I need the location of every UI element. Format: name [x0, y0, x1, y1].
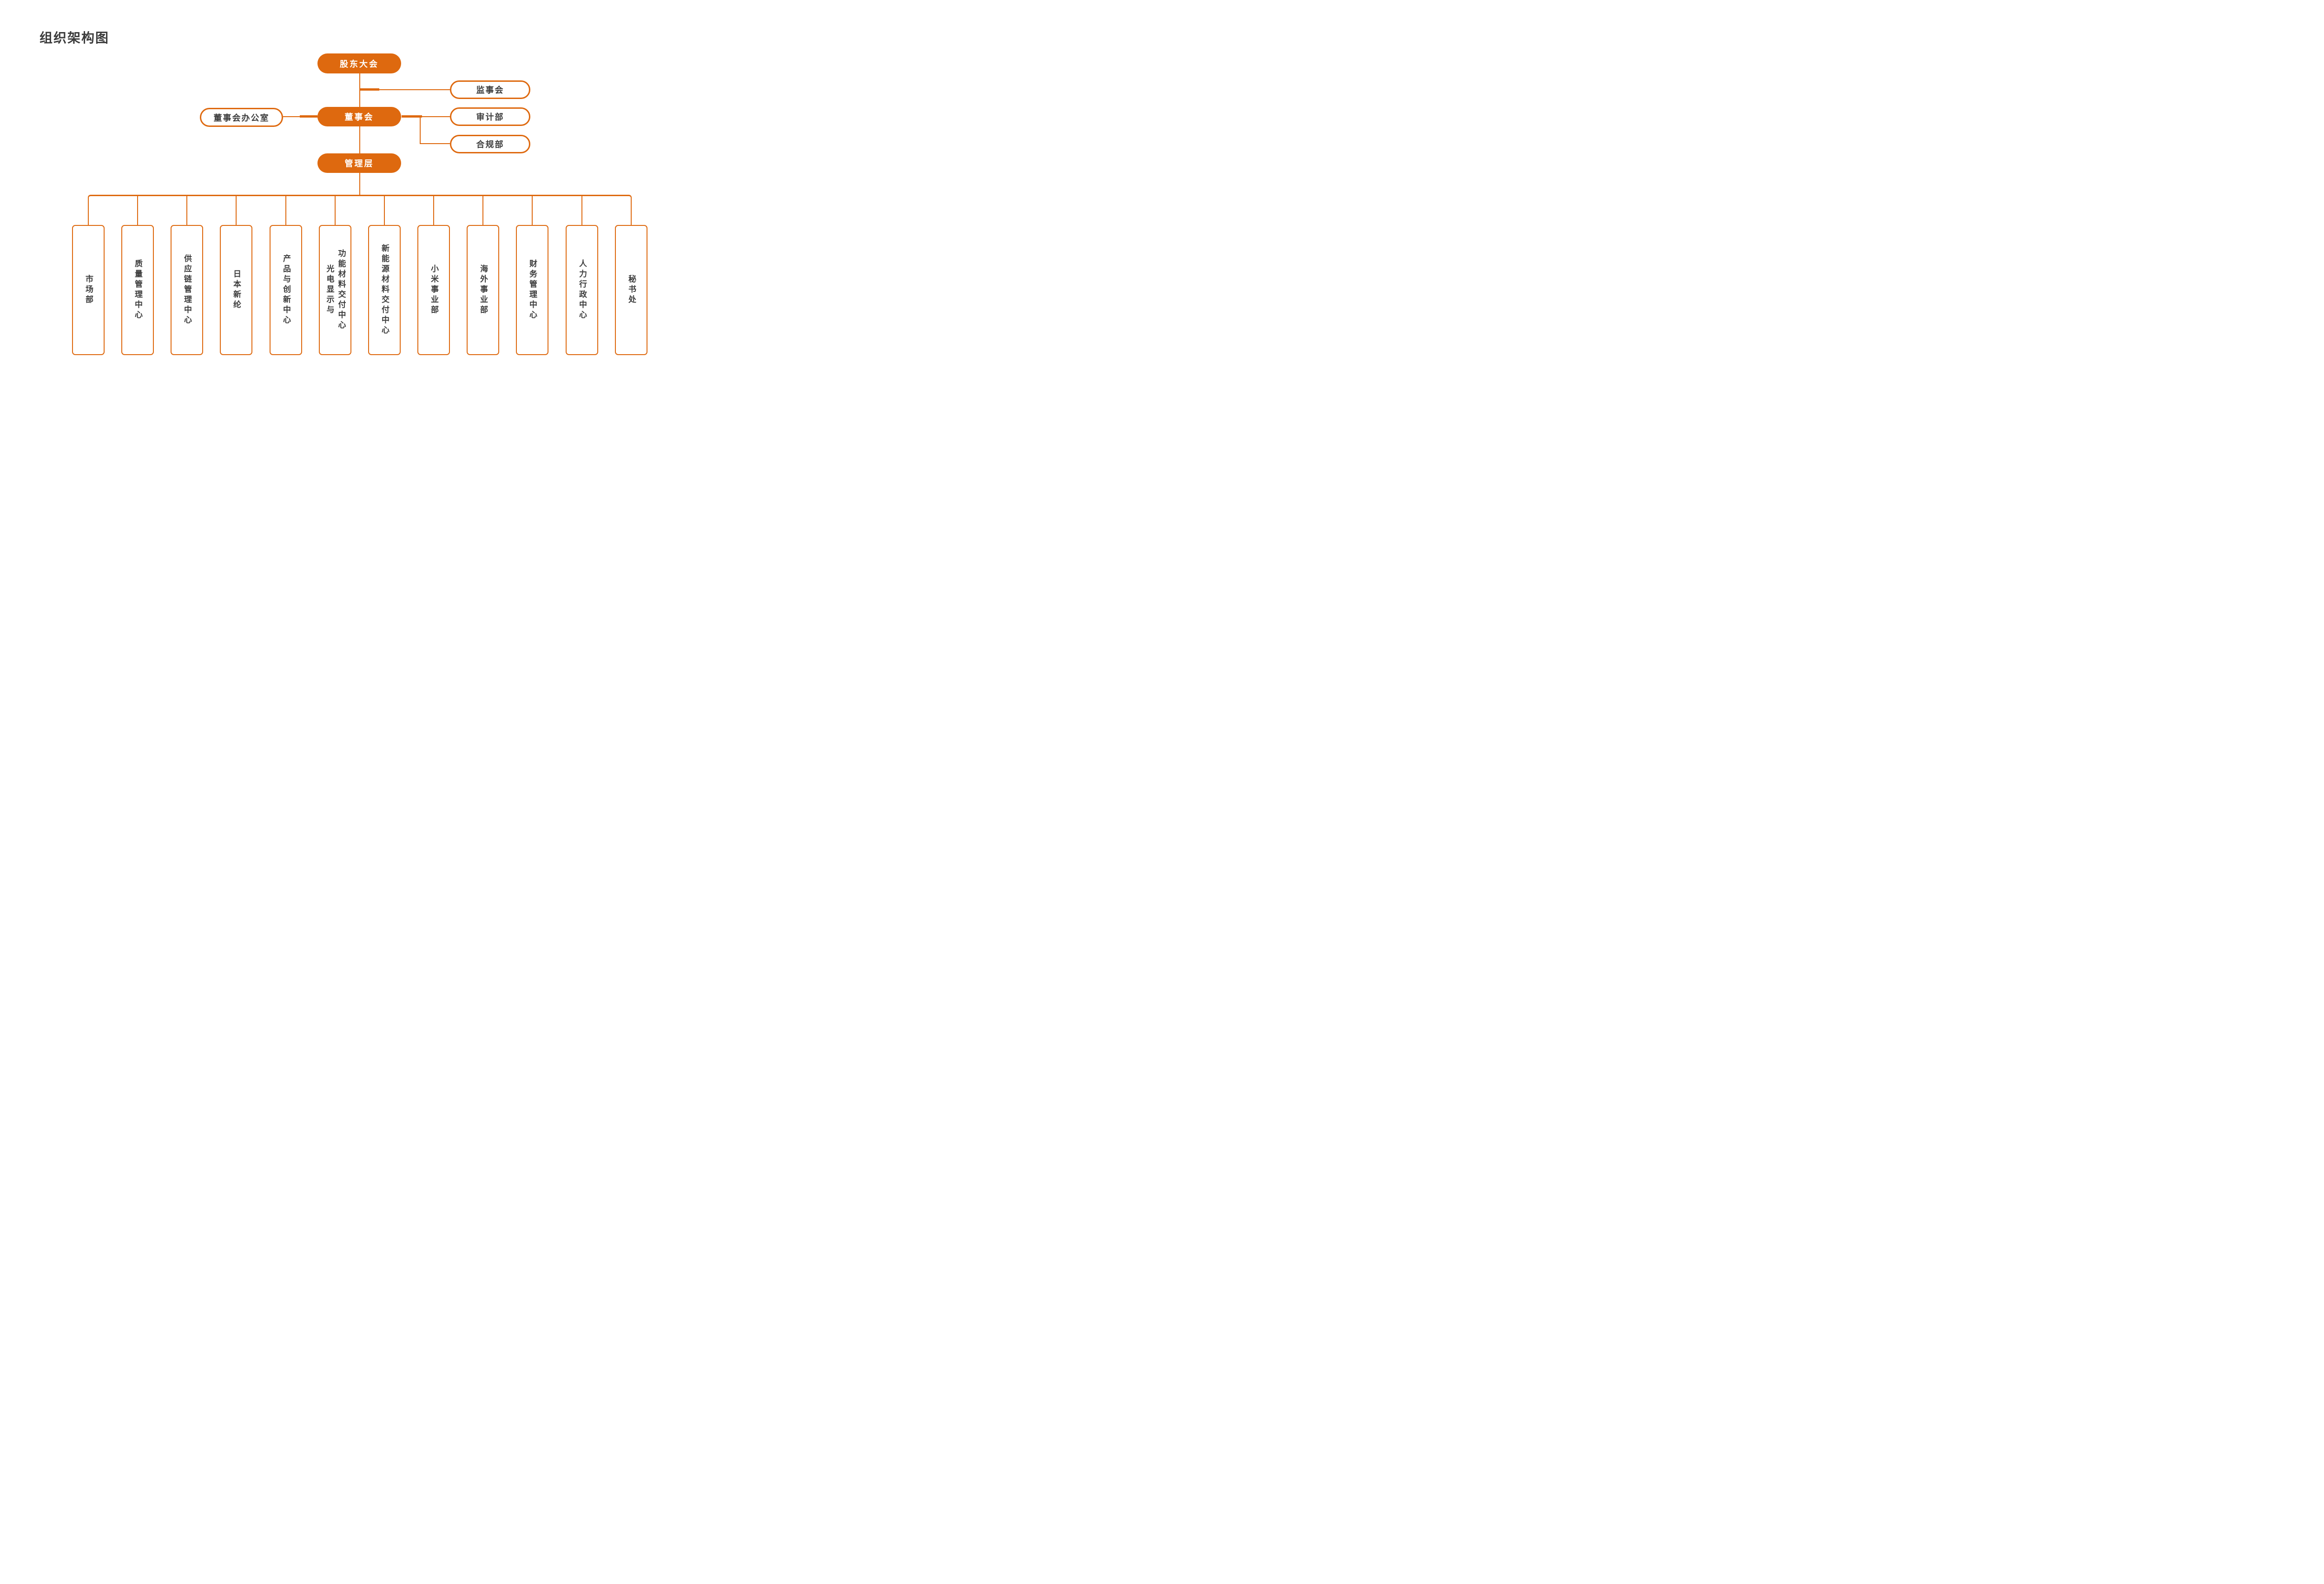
node-label: 合规部 [476, 140, 504, 149]
dept-label: 日本新纶 [232, 270, 241, 310]
dept-box-quality-management-center[interactable]: 质量管理中心 [121, 225, 154, 355]
dept-box-marketing[interactable]: 市场部 [72, 225, 105, 355]
node-supervisory-board[interactable]: 监事会 [450, 80, 530, 99]
connector-board-office-line [283, 116, 301, 117]
connector-audit-bar [402, 115, 422, 118]
node-label: 董事会 [344, 112, 374, 122]
dept-label: 供应链管理中心 [183, 254, 191, 326]
connector-drop-2 [137, 196, 138, 225]
dept-box-product-innovation-center[interactable]: 产品与创新中心 [270, 225, 302, 355]
connector-compliance-drop [420, 117, 421, 144]
connector-supervisory-bar [360, 88, 379, 91]
node-label: 股东大会 [340, 59, 379, 69]
connector-drop-8 [433, 196, 434, 225]
dept-box-new-energy-materials-delivery-center[interactable]: 新能源材料交付中心 [368, 225, 401, 355]
dept-box-optoelectronic-functional-materials-delivery-center[interactable]: 光电显示与 功能材料交付中心 [319, 225, 351, 355]
connector-audit-line [421, 116, 450, 117]
node-compliance-dept[interactable]: 合规部 [450, 135, 530, 153]
node-shareholders-meeting[interactable]: 股东大会 [317, 53, 401, 73]
node-label: 审计部 [476, 112, 504, 122]
connector-drop-10 [532, 196, 533, 225]
connector-drop-7 [384, 196, 385, 225]
dept-label: 产品与创新中心 [282, 254, 290, 326]
node-label: 管理层 [344, 159, 374, 168]
node-board-office[interactable]: 董事会办公室 [200, 108, 283, 127]
page-title: 组织架构图 [40, 31, 110, 45]
dept-box-supply-chain-management-center[interactable]: 供应链管理中心 [171, 225, 203, 355]
connector-drop-3 [186, 196, 187, 225]
dept-label: 市场部 [84, 275, 93, 305]
connector-drop-4 [236, 196, 237, 225]
dept-label: 人力行政中心 [578, 259, 587, 321]
connector-supervisory-line [379, 89, 450, 90]
dept-box-overseas-business-unit[interactable]: 海外事业部 [467, 225, 499, 355]
dept-label-line-1: 光电显示与 [325, 264, 334, 316]
connector-bus [88, 195, 632, 225]
dept-label: 财务管理中心 [528, 259, 537, 321]
node-board-of-directors[interactable]: 董事会 [317, 107, 401, 126]
connector-board-office-bar [300, 115, 317, 118]
dept-box-finance-management-center[interactable]: 财务管理中心 [516, 225, 548, 355]
node-management[interactable]: 管理层 [317, 153, 401, 173]
dept-box-hr-admin-center[interactable]: 人力行政中心 [566, 225, 598, 355]
connector-drop-5 [285, 196, 286, 225]
connector-compliance-line [420, 143, 450, 144]
dept-box-japan-xinlun[interactable]: 日本新纶 [220, 225, 252, 355]
connector-drop-11 [581, 196, 582, 225]
dept-box-secretariat[interactable]: 秘书处 [615, 225, 647, 355]
connector-drop-6 [335, 196, 336, 225]
dept-label-line-2: 功能材料交付中心 [337, 249, 346, 331]
org-chart-canvas: 组织架构图 股东大会 董事会 管理层 监事会 董事会办公室 审计部 合规部 [0, 0, 719, 386]
node-label: 董事会办公室 [213, 113, 270, 123]
dept-box-xiaomi-business-unit[interactable]: 小米事业部 [417, 225, 450, 355]
dept-label: 海外事业部 [479, 264, 488, 316]
dept-label: 小米事业部 [429, 264, 438, 316]
connector-board-to-management [359, 126, 360, 153]
connector-drop-9 [482, 196, 483, 225]
dept-label: 新能源材料交付中心 [380, 244, 389, 336]
connector-management-to-bus [359, 173, 360, 195]
dept-label: 秘书处 [627, 275, 636, 305]
dept-label: 质量管理中心 [133, 259, 142, 321]
node-label: 监事会 [476, 86, 504, 95]
node-audit-dept[interactable]: 审计部 [450, 107, 530, 126]
